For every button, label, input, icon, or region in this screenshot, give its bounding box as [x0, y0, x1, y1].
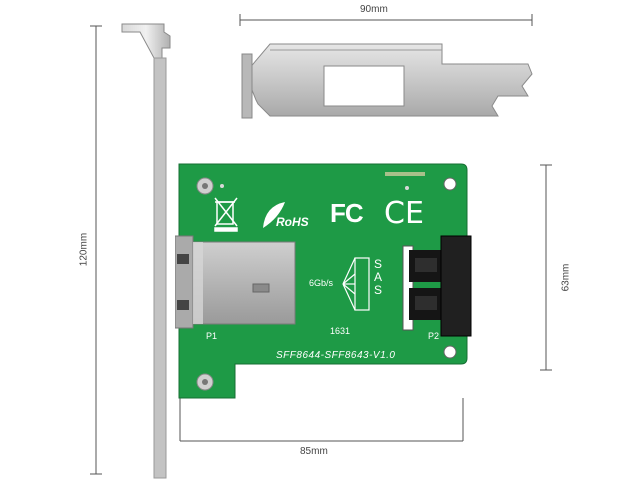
sff8643-ports: [402, 235, 472, 337]
model-label: SFF8644-SFF8643-V1.0: [276, 350, 396, 361]
dimension-label-top: 90mm: [360, 4, 388, 15]
fc-mark: FC: [330, 198, 364, 228]
sas-letter-1: S: [374, 257, 383, 271]
batch-code: 1631: [330, 326, 351, 336]
sff8644-port: [175, 235, 296, 329]
dimension-label-left: 120mm: [78, 232, 90, 267]
rohs-leaf-icon: [263, 202, 285, 228]
low-profile-bracket: [241, 43, 533, 119]
full-height-bracket: [121, 23, 171, 479]
weee-bin-icon: [214, 197, 238, 232]
ce-mark: CE: [384, 196, 424, 231]
sas-signal-icon: [342, 257, 370, 311]
port2-label: P2: [428, 331, 440, 341]
pcb-board: [175, 163, 472, 399]
speed-label: 6Gb/s: [309, 278, 334, 288]
dimension-label-right: 63mm: [560, 263, 572, 292]
dimension-label-bottom: 85mm: [300, 446, 328, 457]
sas-letter-3: S: [374, 283, 383, 297]
sas-label: S A S: [374, 258, 382, 297]
port1-label: P1: [206, 331, 218, 341]
rohs-mark: RoHS: [276, 215, 309, 229]
sas-letter-2: A: [374, 270, 383, 284]
